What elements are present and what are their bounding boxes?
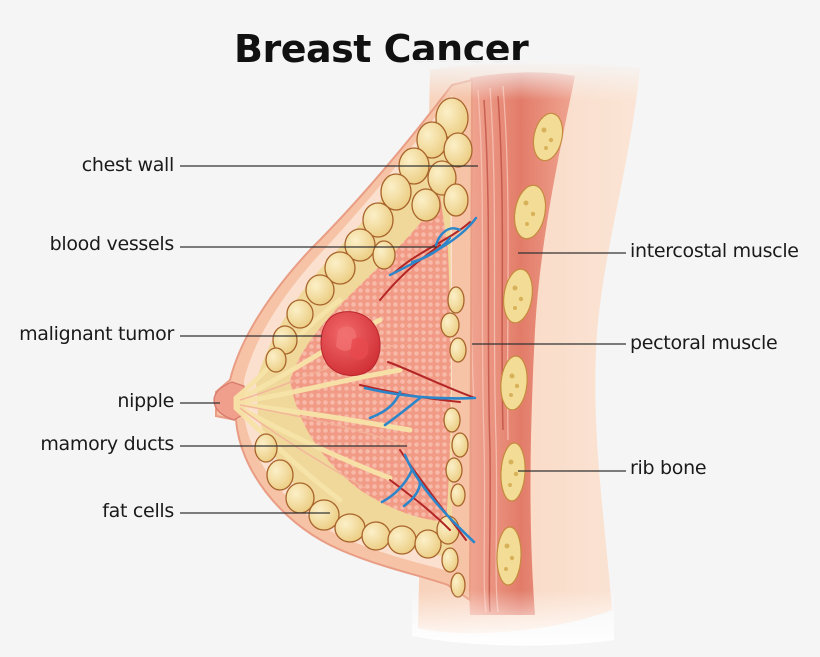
label-chest-wall: chest wall xyxy=(81,154,175,176)
fat-lobules xyxy=(254,97,473,598)
ribs xyxy=(496,112,564,586)
label-pectoral-muscle: pectoral muscle xyxy=(630,332,778,354)
label-nipple: nipple xyxy=(117,390,174,412)
leader-lines xyxy=(180,165,626,514)
label-rib-bone: rib bone xyxy=(630,457,707,479)
malignant-tumor-shape xyxy=(320,311,381,377)
label-intercostal-muscle: intercostal muscle xyxy=(630,240,799,262)
blood-vessels-shape xyxy=(359,216,478,544)
label-mamory-ducts: mamory ducts xyxy=(40,433,174,455)
body-wall xyxy=(418,62,640,634)
label-fat-cells: fat cells xyxy=(102,500,174,522)
label-blood-vessels: blood vessels xyxy=(49,233,175,255)
label-malignant-tumor: malignant tumor xyxy=(19,323,174,345)
